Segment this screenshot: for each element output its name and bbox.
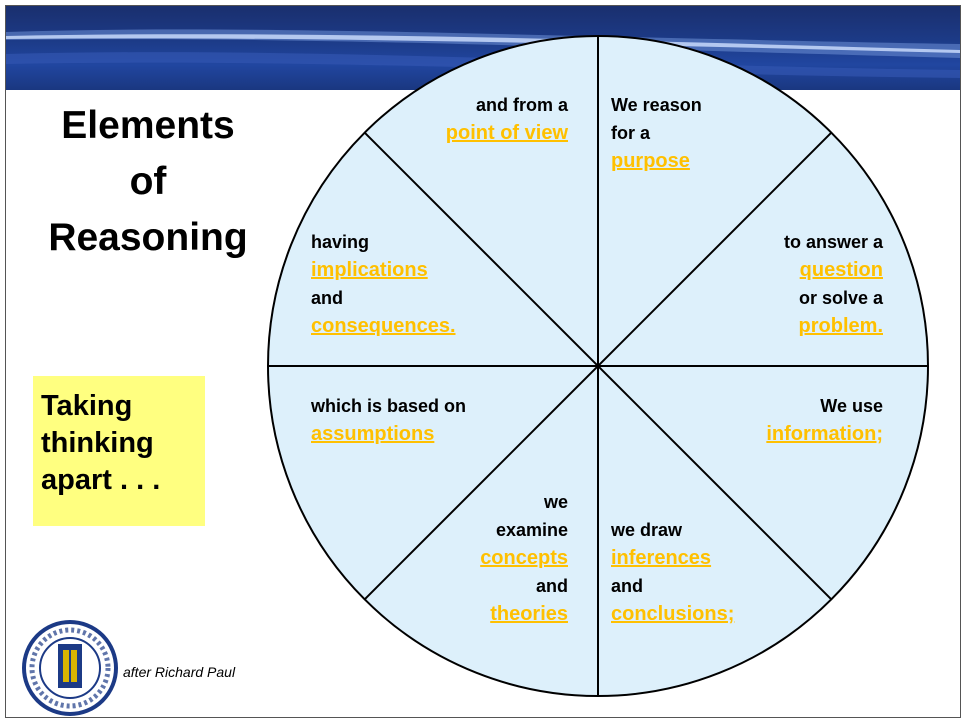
segment-text: and xyxy=(311,288,344,308)
segment-text: we draw xyxy=(611,520,683,540)
segment-assumptions: which is based on assumptions xyxy=(311,392,466,448)
keyword-link[interactable]: theories xyxy=(490,603,568,625)
reasoning-wheel xyxy=(267,35,929,697)
slide-title: Elements of Reasoning xyxy=(14,98,282,266)
slide: Elements of Reasoning Taking thinking ap… xyxy=(5,5,961,718)
segment-information: We use information; xyxy=(766,392,883,448)
segment-text: we xyxy=(543,492,568,512)
segment-point-of-view: and from a point of view xyxy=(446,91,568,147)
segment-text: examine xyxy=(495,520,568,540)
segment-concepts: we examine concepts and theories xyxy=(480,488,568,628)
keyword-link[interactable]: assumptions xyxy=(311,423,435,445)
keyword-link[interactable]: implications xyxy=(311,259,428,281)
keyword-link[interactable]: purpose xyxy=(611,150,690,172)
callout-line: Taking xyxy=(41,390,133,422)
credit-text: after Richard Paul xyxy=(123,664,236,680)
segment-purpose: We reason for a purpose xyxy=(611,91,702,175)
callout-line: thinking xyxy=(41,427,154,459)
wheel-dividers xyxy=(268,36,928,696)
segment-text: We reason xyxy=(611,95,702,115)
title-line: Reasoning xyxy=(48,216,248,259)
keyword-link[interactable]: consequences. xyxy=(311,315,456,337)
title-line: Elements xyxy=(61,104,235,147)
segment-inferences: we draw inferences and conclusions; xyxy=(611,516,734,628)
callout-text: Taking thinking apart . . . xyxy=(41,388,160,499)
segment-implications: having implications and consequences. xyxy=(311,228,456,340)
callout-box: Taking thinking apart . . . xyxy=(33,376,205,526)
segment-text: or solve a xyxy=(798,288,883,308)
segment-text: and xyxy=(535,576,568,596)
divider-diagonal-b xyxy=(363,131,833,601)
keyword-link[interactable]: problem. xyxy=(798,315,883,337)
segment-text: which is based on xyxy=(311,396,467,416)
segment-text: for a xyxy=(611,123,651,143)
segment-text: to answer a xyxy=(783,232,883,252)
keyword-link[interactable]: conclusions; xyxy=(611,603,735,625)
indiana-dot-seal-icon xyxy=(22,620,118,716)
segment-question: to answer a question or solve a problem. xyxy=(784,228,883,340)
keyword-link[interactable]: information; xyxy=(766,423,883,445)
segment-text: and xyxy=(611,576,644,596)
segment-text: We use xyxy=(820,396,883,416)
segment-text: having xyxy=(311,232,370,252)
keyword-link[interactable]: inferences xyxy=(611,547,712,569)
callout-line: apart . . . xyxy=(41,464,161,496)
keyword-link[interactable]: point of view xyxy=(445,122,568,144)
title-line: of xyxy=(129,160,167,203)
segment-text: and from a xyxy=(475,95,568,115)
keyword-link[interactable]: concepts xyxy=(480,547,568,569)
keyword-link[interactable]: question xyxy=(799,259,883,281)
